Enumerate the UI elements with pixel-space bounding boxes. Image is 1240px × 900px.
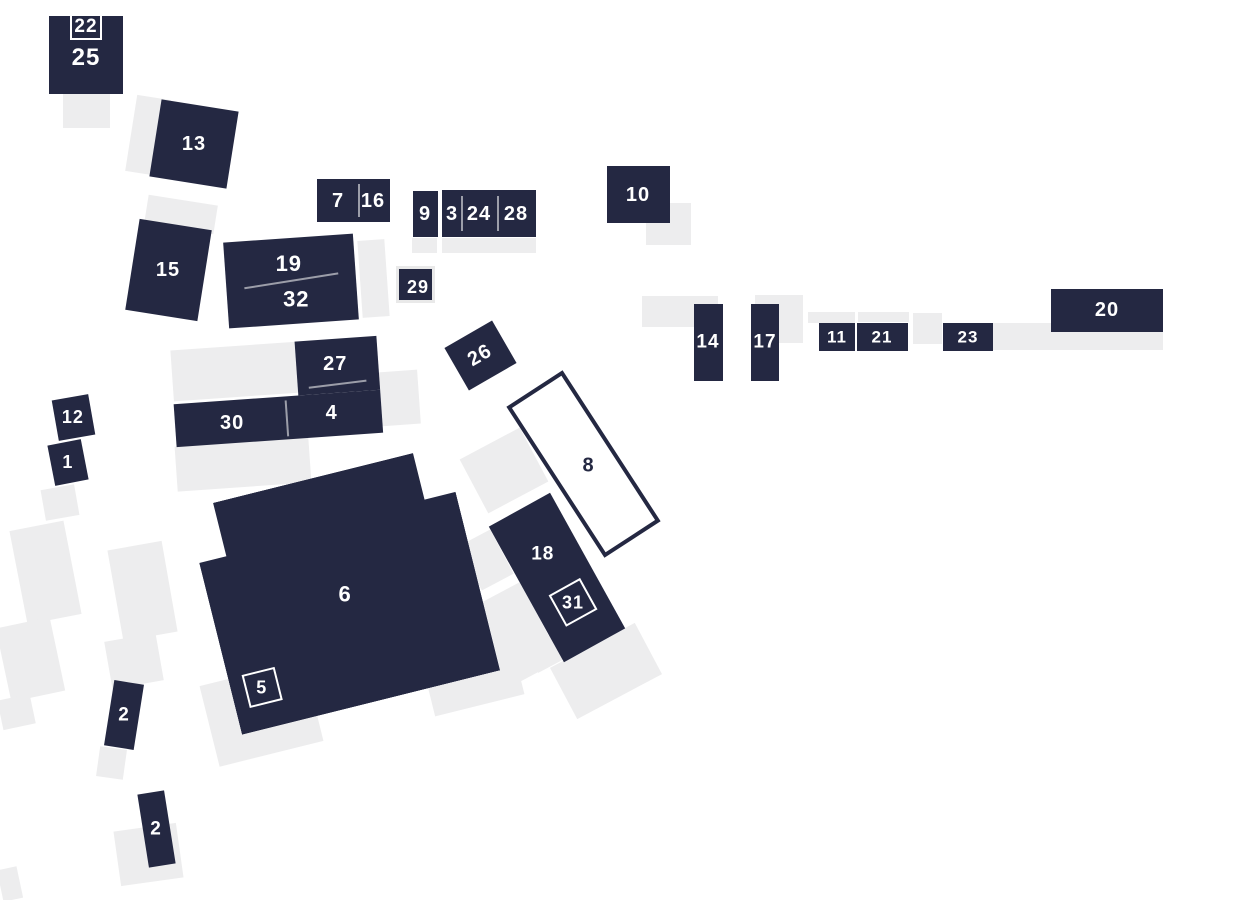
shadow-shape [442, 238, 536, 253]
building-box-label-31: 31 [562, 592, 585, 613]
divider-line [497, 196, 499, 231]
building-7-16[interactable]: 7 16 [317, 179, 390, 222]
building-9[interactable]: 9 [413, 191, 438, 237]
building-label-19: 19 [275, 251, 303, 277]
building-10[interactable]: 10 [607, 166, 670, 223]
shadow-shape [96, 746, 127, 780]
building-label-14: 14 [696, 331, 720, 353]
shadow-shape [9, 520, 82, 625]
building-label-13: 13 [181, 133, 207, 155]
shadow-shape [0, 617, 66, 702]
building-13[interactable]: 13 [149, 99, 239, 189]
building-box-label-22: 22 [74, 15, 98, 37]
building-label-4: 4 [325, 402, 338, 425]
building-27-4-30[interactable]: 27 4 30 [170, 335, 384, 448]
shadow-shape [40, 484, 80, 521]
building-label-26: 26 [463, 339, 496, 371]
building-label-27: 27 [323, 352, 348, 375]
building-label-7: 7 [331, 190, 345, 212]
building-label-16: 16 [360, 190, 386, 212]
building-label-9: 9 [418, 203, 432, 225]
building-14[interactable]: 14 [694, 304, 723, 381]
shadow-shape [0, 866, 24, 900]
shadow-shape [107, 540, 178, 642]
building-20[interactable]: 20 [1051, 289, 1163, 332]
building-box-31[interactable]: 31 [548, 577, 598, 627]
divider-line [358, 184, 360, 217]
building-part [173, 389, 384, 448]
building-label-21: 21 [871, 327, 893, 347]
building-label-17: 17 [753, 331, 777, 353]
shadow-shape [808, 312, 855, 323]
building-label-8: 8 [582, 454, 595, 477]
shadow-shape [63, 94, 110, 128]
building-12[interactable]: 12 [51, 394, 96, 441]
building-11[interactable]: 11 [819, 323, 855, 351]
divider-line [461, 196, 463, 231]
building-3-24-28[interactable]: 3 24 28 [442, 190, 536, 237]
building-label-1: 1 [62, 452, 74, 473]
building-label-25: 25 [71, 44, 101, 71]
building-29[interactable]: 29 [396, 266, 435, 303]
building-label-32: 32 [283, 286, 310, 312]
building-23[interactable]: 23 [943, 323, 993, 351]
shadow-shape [377, 369, 421, 427]
building-label-2: 2 [118, 704, 130, 726]
building-26[interactable]: 26 [444, 320, 517, 391]
shadow-shape [913, 313, 942, 344]
building-label-20: 20 [1094, 299, 1120, 321]
building-label-18: 18 [531, 543, 555, 565]
building-label-23: 23 [957, 327, 979, 347]
building-label-10: 10 [625, 184, 651, 206]
building-label-30: 30 [219, 412, 245, 435]
building-label-3: 3 [445, 203, 459, 225]
building-label-28: 28 [503, 203, 529, 225]
building-17[interactable]: 17 [751, 304, 779, 381]
building-box-label-5: 5 [256, 677, 268, 698]
building-label-6: 6 [338, 581, 352, 607]
building-label-11: 11 [827, 327, 847, 347]
shadow-shape [0, 693, 36, 731]
building-label-29: 29 [406, 277, 430, 297]
building-label-2: 2 [150, 818, 162, 840]
building-label-12: 12 [61, 407, 84, 428]
building-label-24: 24 [466, 203, 492, 225]
shadow-shape [858, 312, 909, 322]
building-label-15: 15 [155, 258, 181, 281]
shadow-shape [357, 239, 390, 318]
building-box-22[interactable]: 22 [70, 12, 102, 40]
building-21[interactable]: 21 [857, 323, 908, 351]
building-2-upper[interactable]: 2 [104, 680, 144, 750]
building-15[interactable]: 15 [125, 218, 212, 322]
shadow-shape [412, 238, 437, 253]
building-1[interactable]: 1 [47, 439, 89, 486]
building-box-5[interactable]: 5 [242, 667, 283, 708]
